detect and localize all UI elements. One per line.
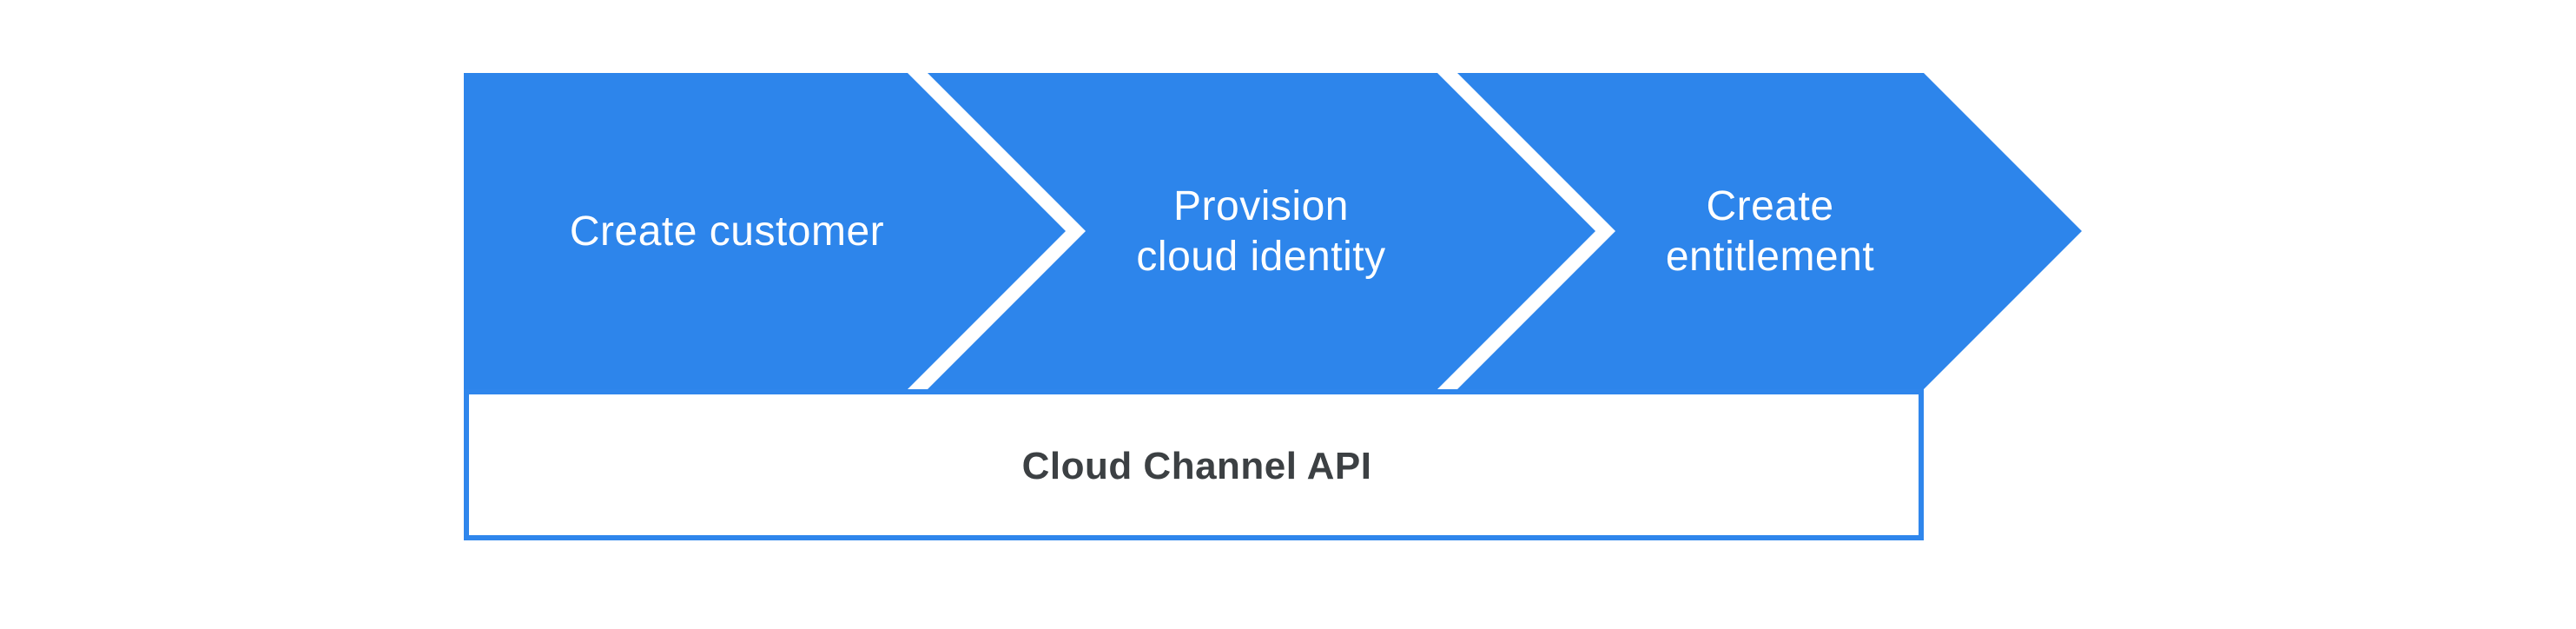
step-label-create-customer: Create customer (570, 207, 884, 257)
step-label-line: cloud identity (1136, 234, 1386, 280)
step-label-create-entitlement: Create entitlement (1666, 182, 1874, 282)
chevron-step-create-customer (464, 73, 1066, 389)
step-label-line: Provision (1173, 183, 1349, 229)
step-label-line: Create (1706, 183, 1834, 229)
chevron-step-provision-cloud-identity (928, 73, 1595, 389)
chevron-step-create-entitlement (1457, 73, 2082, 389)
step-label-provision-cloud-identity: Provision cloud identity (1136, 182, 1385, 282)
step-label-line: Create customer (569, 209, 885, 255)
api-box (464, 389, 1924, 540)
step-label-line: entitlement (1665, 234, 1875, 280)
api-box-label: Cloud Channel API (1021, 445, 1372, 487)
